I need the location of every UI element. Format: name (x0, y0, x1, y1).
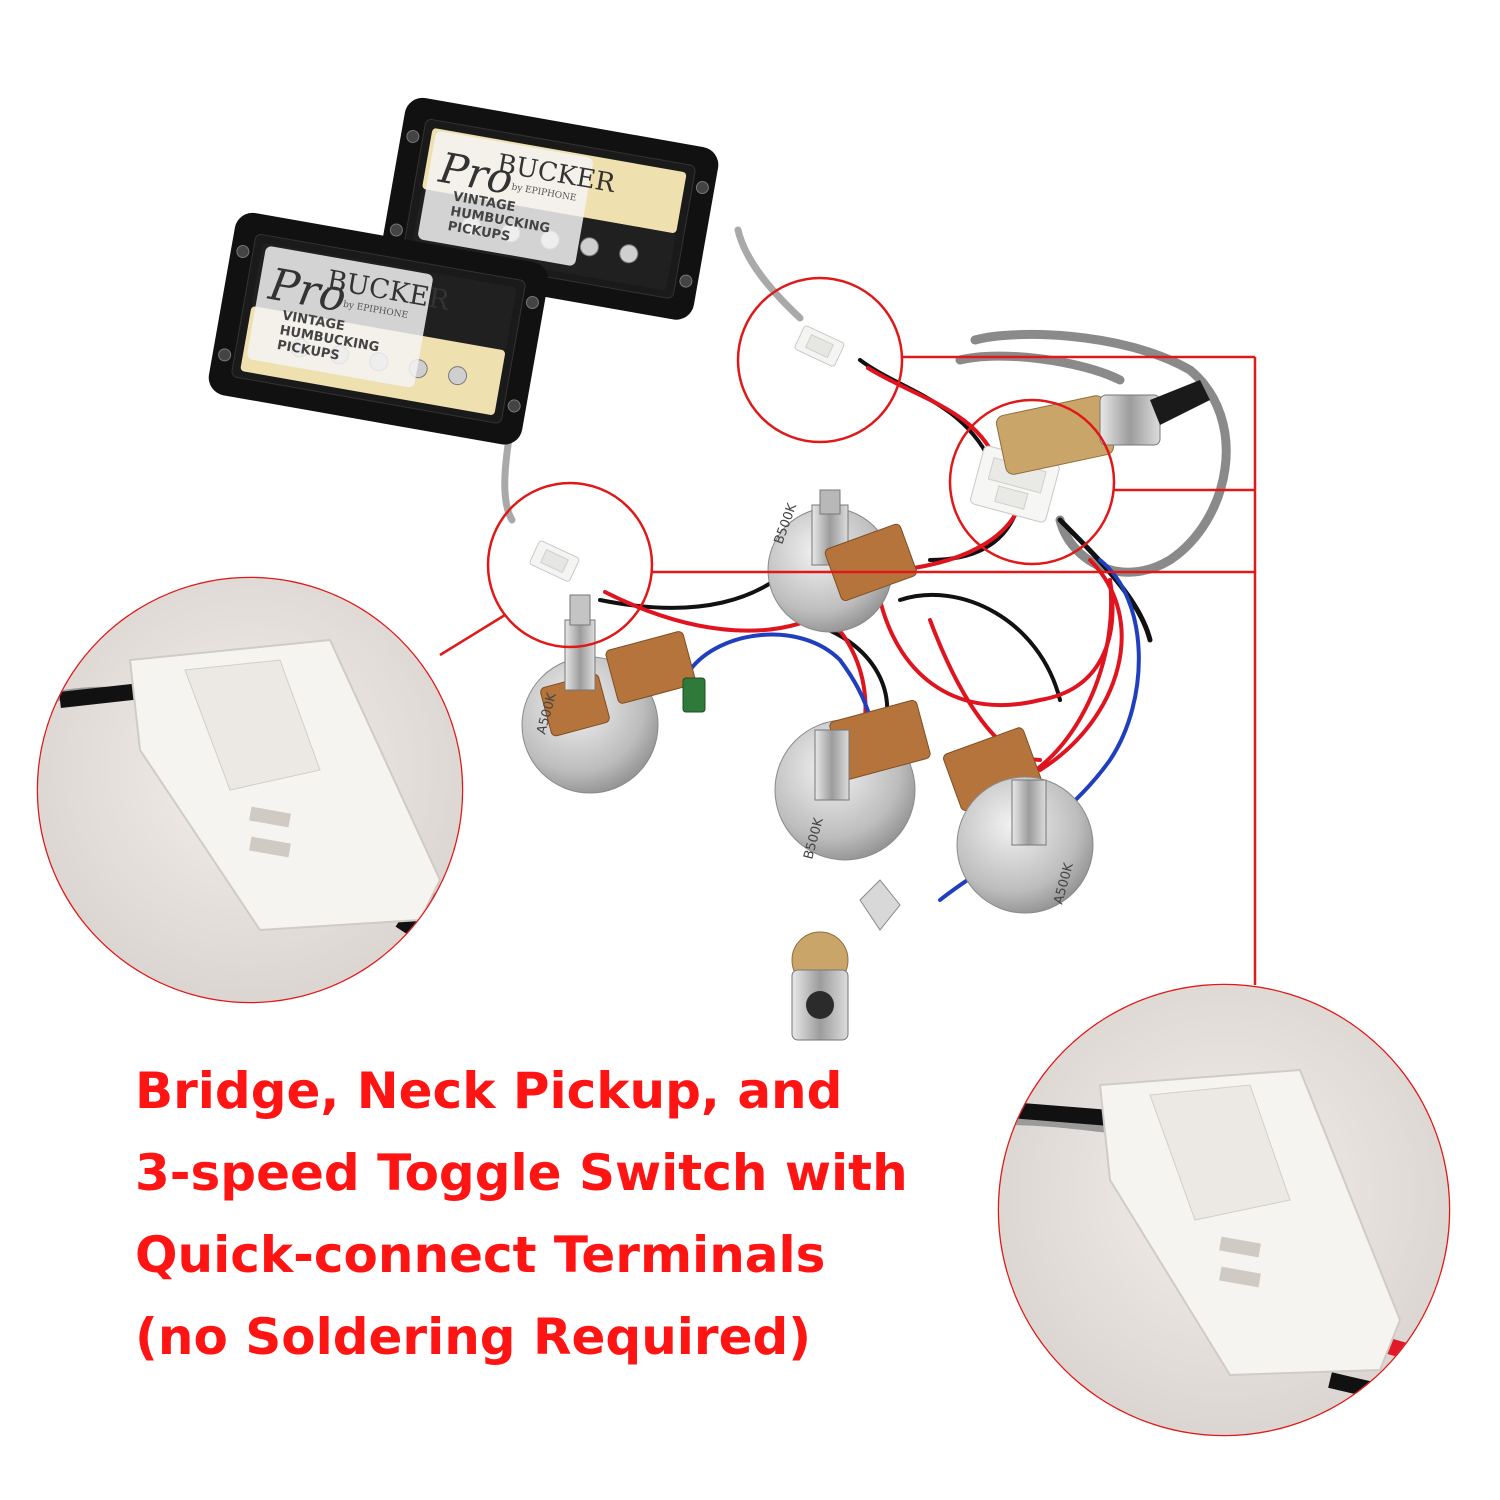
potentiometer-right: A500K (943, 727, 1094, 914)
caption-line-3: Quick-connect Terminals (135, 1226, 826, 1284)
callout-circle-bridge-plug (486, 481, 654, 649)
callout-circle-neck-plug (736, 276, 904, 444)
quick-connect-plug-neck (794, 325, 845, 367)
potentiometer-left: A500K (521, 594, 706, 794)
quick-connect-plug-bridge (529, 540, 580, 582)
zoom-connector-detail-right (999, 985, 1449, 1435)
bridge-humbucker-pickup: Pro BUCKER by EPIPHONE VINTAGE HUMBUCKIN… (208, 212, 549, 445)
caption-line-2: 3-speed Toggle Switch with (135, 1144, 908, 1202)
potentiometer-middle: B500K (774, 699, 931, 861)
caption-line-4: (no Soldering Required) (135, 1308, 812, 1366)
zoom-connector-detail-left (38, 578, 462, 1002)
caption-line-1: Bridge, Neck Pickup, and (135, 1062, 843, 1120)
output-jack (791, 879, 901, 1041)
potentiometer-top: B500K (767, 489, 917, 633)
product-caption: Bridge, Neck Pickup, and 3-speed Toggle … (135, 1050, 1035, 1378)
toggle-switch (995, 380, 1210, 475)
callout-circle-switch-plug (948, 398, 1116, 566)
